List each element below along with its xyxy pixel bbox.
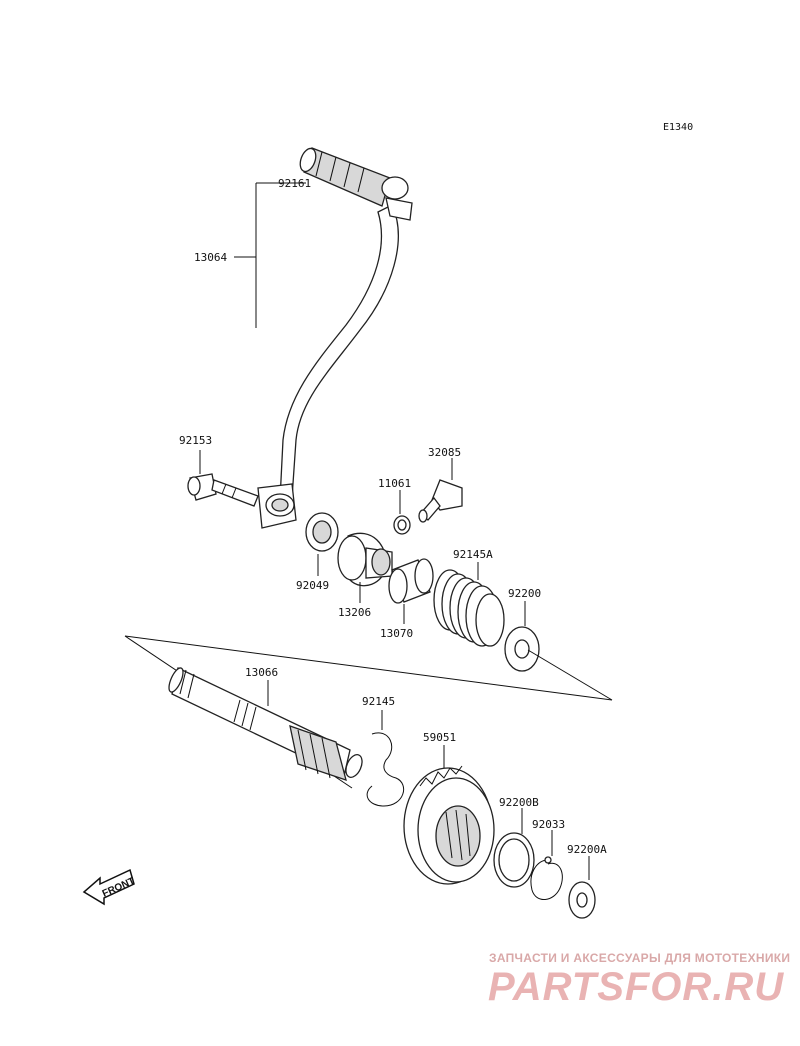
watermark-brand: PARTSFOR.RU <box>488 965 784 1009</box>
label-13066: 13066 <box>245 666 278 679</box>
label-92049: 92049 <box>296 579 329 592</box>
label-92033: 92033 <box>532 818 565 831</box>
label-92153: 92153 <box>179 434 212 447</box>
bolt-92153[interactable] <box>187 473 259 507</box>
label-92145A: 92145A <box>453 548 493 561</box>
kick-gear-59051[interactable] <box>403 765 495 885</box>
label-92145: 92145 <box>362 695 395 708</box>
circlip-92033[interactable] <box>530 856 563 900</box>
label-11061: 11061 <box>378 477 411 490</box>
oil-seal-92049[interactable] <box>305 512 339 552</box>
kick-shaft-13066[interactable] <box>166 666 365 781</box>
washer-11061[interactable] <box>393 515 411 535</box>
washer-92200A[interactable] <box>568 881 596 919</box>
kick-pedal-arm[interactable] <box>257 146 413 529</box>
collar-13070[interactable] <box>388 558 434 604</box>
washer-92200B[interactable] <box>493 832 535 888</box>
rubber-grip[interactable] <box>297 146 413 221</box>
label-92200B: 92200B <box>499 796 539 809</box>
label-92200A: 92200A <box>567 843 607 856</box>
label-13064: 13064 <box>194 251 227 264</box>
front-arrow-icon: FRONT <box>82 868 137 906</box>
bolt-32085[interactable] <box>418 479 463 523</box>
diagram-code: E1340 <box>663 122 693 133</box>
label-92161: 92161 <box>278 177 311 190</box>
watermark-tagline: ЗАПЧАСТИ И АКСЕССУАРЫ ДЛЯ МОТОТЕХНИКИ <box>489 951 790 965</box>
ratchet-13206[interactable] <box>337 532 393 587</box>
spring-clip-92145[interactable] <box>366 732 405 807</box>
label-13070: 13070 <box>380 627 413 640</box>
washer-92200[interactable] <box>504 626 540 672</box>
label-92200: 92200 <box>508 587 541 600</box>
label-13206: 13206 <box>338 606 371 619</box>
label-59051: 59051 <box>423 731 456 744</box>
label-32085: 32085 <box>428 446 461 459</box>
kick-spring-92145A[interactable] <box>433 569 505 647</box>
